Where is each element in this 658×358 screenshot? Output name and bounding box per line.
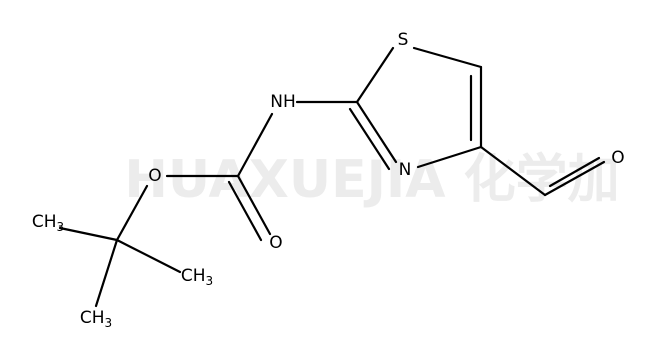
- bond-cho-o-inner: [548, 156, 601, 188]
- bond-n3-c2: [355, 100, 398, 164]
- methyl-bottom-label: CH3: [80, 308, 112, 330]
- bond-s-c5: [412, 46, 483, 69]
- bond-quaternary-c-ch3-bottom: [94, 238, 119, 308]
- bond-n3-c2-inner: [348, 107, 391, 171]
- bond-cho-o: [543, 160, 606, 197]
- sulfur-atom-label: S: [398, 30, 409, 50]
- nitrogen-atom-label: N: [399, 160, 412, 180]
- bond-carbamate-c-o-carbonyl: [236, 174, 272, 236]
- bond-c4-n3: [416, 145, 483, 169]
- carbonyl-oxygen-label: O: [269, 233, 282, 253]
- methyl-top-label: CH3: [32, 212, 64, 234]
- bond-o-ester-quaternary-c: [115, 184, 149, 242]
- bond-quaternary-c-ch3-right: [115, 238, 182, 274]
- aldehyde-oxygen-label: O: [611, 148, 624, 168]
- bond-c4-cho: [479, 145, 547, 197]
- bond-s-c2: [355, 46, 395, 104]
- bond-nh-carbamate-c: [236, 112, 274, 178]
- bond-carbamate-c-o-carbonyl-inner: [227, 180, 263, 242]
- methyl-right-label: CH3: [181, 266, 213, 288]
- atom-labels: S NH N O O O CH3 CH3 CH3: [32, 30, 625, 330]
- ester-oxygen-label: O: [148, 166, 161, 186]
- bond-lines: [58, 46, 606, 308]
- nh-atom-label: NH: [270, 92, 296, 112]
- bond-quaternary-c-ch3-top: [58, 226, 119, 242]
- watermark-text: HUAXUEJIA 化学加: [124, 150, 619, 210]
